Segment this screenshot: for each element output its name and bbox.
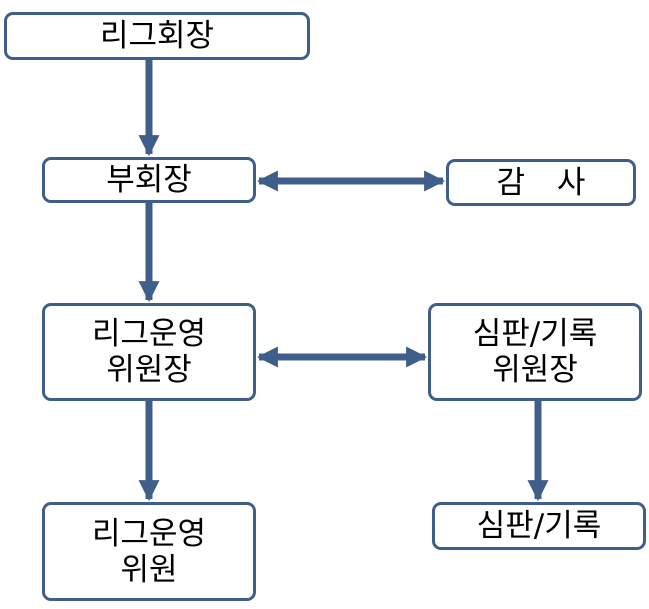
node-league-president: 리그회장 [4,12,310,60]
node-referee-record-committee-chair: 심판/기록 위원장 [428,303,642,401]
node-referee-record: 심판/기록 [432,502,646,550]
node-auditor: 감 사 [446,159,636,206]
node-operations-committee-member: 리그운영 위원 [42,502,256,601]
node-vice-president: 부회장 [42,157,256,203]
node-operations-committee-chair: 리그운영 위원장 [42,303,256,401]
